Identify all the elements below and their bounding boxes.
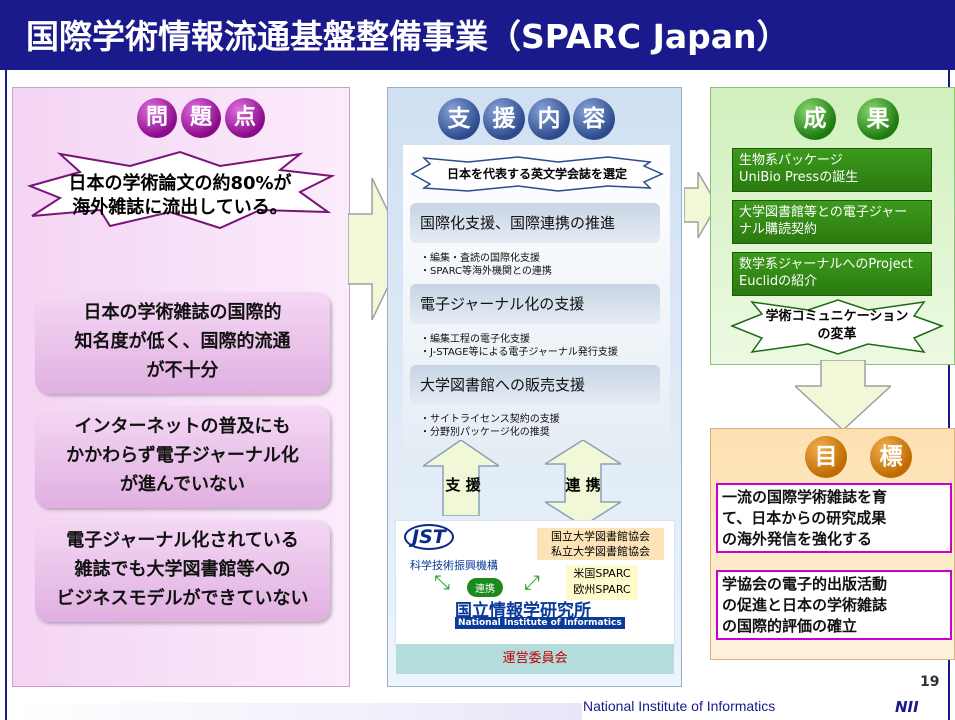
support-heading-char: 内 — [528, 98, 570, 140]
frame-left — [5, 70, 7, 720]
support-section-notes: ・編集工程の電子化支援 ・J-STAGE等による電子ジャーナル発行支援 — [420, 334, 618, 358]
library-associations: 国立大学図書館協会 私立大学図書館協会 — [537, 528, 664, 560]
link-icon: ⤡ — [434, 570, 450, 594]
results-star-text: 学術コミュニケーション の変革 — [765, 309, 909, 342]
problem-heading-char: 点 — [225, 98, 265, 138]
frame-right — [948, 70, 950, 720]
link-icon: ⤢ — [524, 570, 540, 594]
goals-heading-char: 標 — [870, 436, 912, 478]
results-heading-char: 果 — [857, 98, 899, 140]
support-heading-char: 容 — [573, 98, 615, 140]
goal-item: 一流の国際学術雑誌を育 て、日本からの研究成果 の海外発信を強化する — [716, 483, 952, 553]
support-section-label: 電子ジャーナル化の支援 — [410, 284, 660, 324]
page-number: 19 — [920, 674, 940, 690]
support-banner-shape — [410, 156, 664, 192]
problem-heading-char: 題 — [181, 98, 221, 138]
nii-name-jp: 国立情報学研究所 — [455, 601, 591, 621]
jst-name: 科学技術振興機構 — [410, 559, 498, 572]
link-label: 連携 — [467, 578, 503, 597]
problem-box-2: インターネットの普及にも かかわらず電子ジャーナル化 が進んでいない — [35, 406, 330, 508]
goals-heading-char: 目 — [805, 436, 847, 478]
result-item: 数学系ジャーナルへのProject Euclidの紹介 — [732, 252, 932, 296]
problem-heading-char: 問 — [137, 98, 177, 138]
result-item: 大学図書館等との電子ジャー ナル購読契約 — [732, 200, 932, 244]
support-section-notes: ・サイトライセンス契約の支援 ・分野別パッケージ化の推奨 — [420, 414, 560, 438]
support-section-notes: ・編集・査読の国際化支援 ・SPARC等海外機関との連携 — [420, 253, 552, 277]
page-title: 国際学術情報流通基盤整備事業（SPARC Japan） — [26, 17, 790, 56]
problem-star-text: 日本の学術論文の約80%が 海外雑誌に流出している。 — [68, 173, 292, 218]
title-bar: 国際学術情報流通基盤整備事業（SPARC Japan） — [0, 0, 955, 70]
support-heading-char: 支 — [438, 98, 480, 140]
arrow-support-label: 支 援 — [445, 476, 481, 494]
support-section-label: 国際化支援、国際連携の推進 — [410, 203, 660, 243]
arrow-collab-label: 連 携 — [565, 476, 601, 494]
problem-starburst — [26, 150, 336, 230]
problem-box-3: 電子ジャーナル化されている 雑誌でも大学図書館等への ビジネスモデルができていな… — [35, 520, 330, 622]
arrow-down-icon — [795, 360, 891, 430]
support-section-label: 大学図書館への販売支援 — [410, 365, 660, 405]
jst-logo: JST — [404, 524, 454, 550]
committee-bar: 運営委員会 — [396, 644, 674, 674]
results-heading-char: 成 — [794, 98, 836, 140]
footer-org: National Institute of Informatics — [583, 698, 776, 714]
arrow-updown-icon — [545, 440, 621, 526]
problem-box-1: 日本の学術雑誌の国際的 知名度が低く、国際的流通 が不十分 — [35, 292, 330, 394]
footer-bar — [12, 703, 582, 720]
support-heading-char: 援 — [483, 98, 525, 140]
arrow-right-icon — [684, 172, 718, 238]
arrow-up-icon — [423, 440, 499, 516]
sparc-box: 米国SPARC 欧州SPARC — [566, 565, 638, 600]
nii-name-en: National Institute of Informatics — [455, 617, 625, 629]
goal-item: 学協会の電子的出版活動 の促進と日本の学術雑誌 の国際的評価の確立 — [716, 570, 952, 640]
nii-logo: NII — [895, 698, 919, 716]
results-starburst — [729, 299, 945, 355]
support-banner-text: 日本を代表する英文学会誌を選定 — [446, 167, 627, 181]
result-item: 生物系パッケージ UniBio Pressの誕生 — [732, 148, 932, 192]
